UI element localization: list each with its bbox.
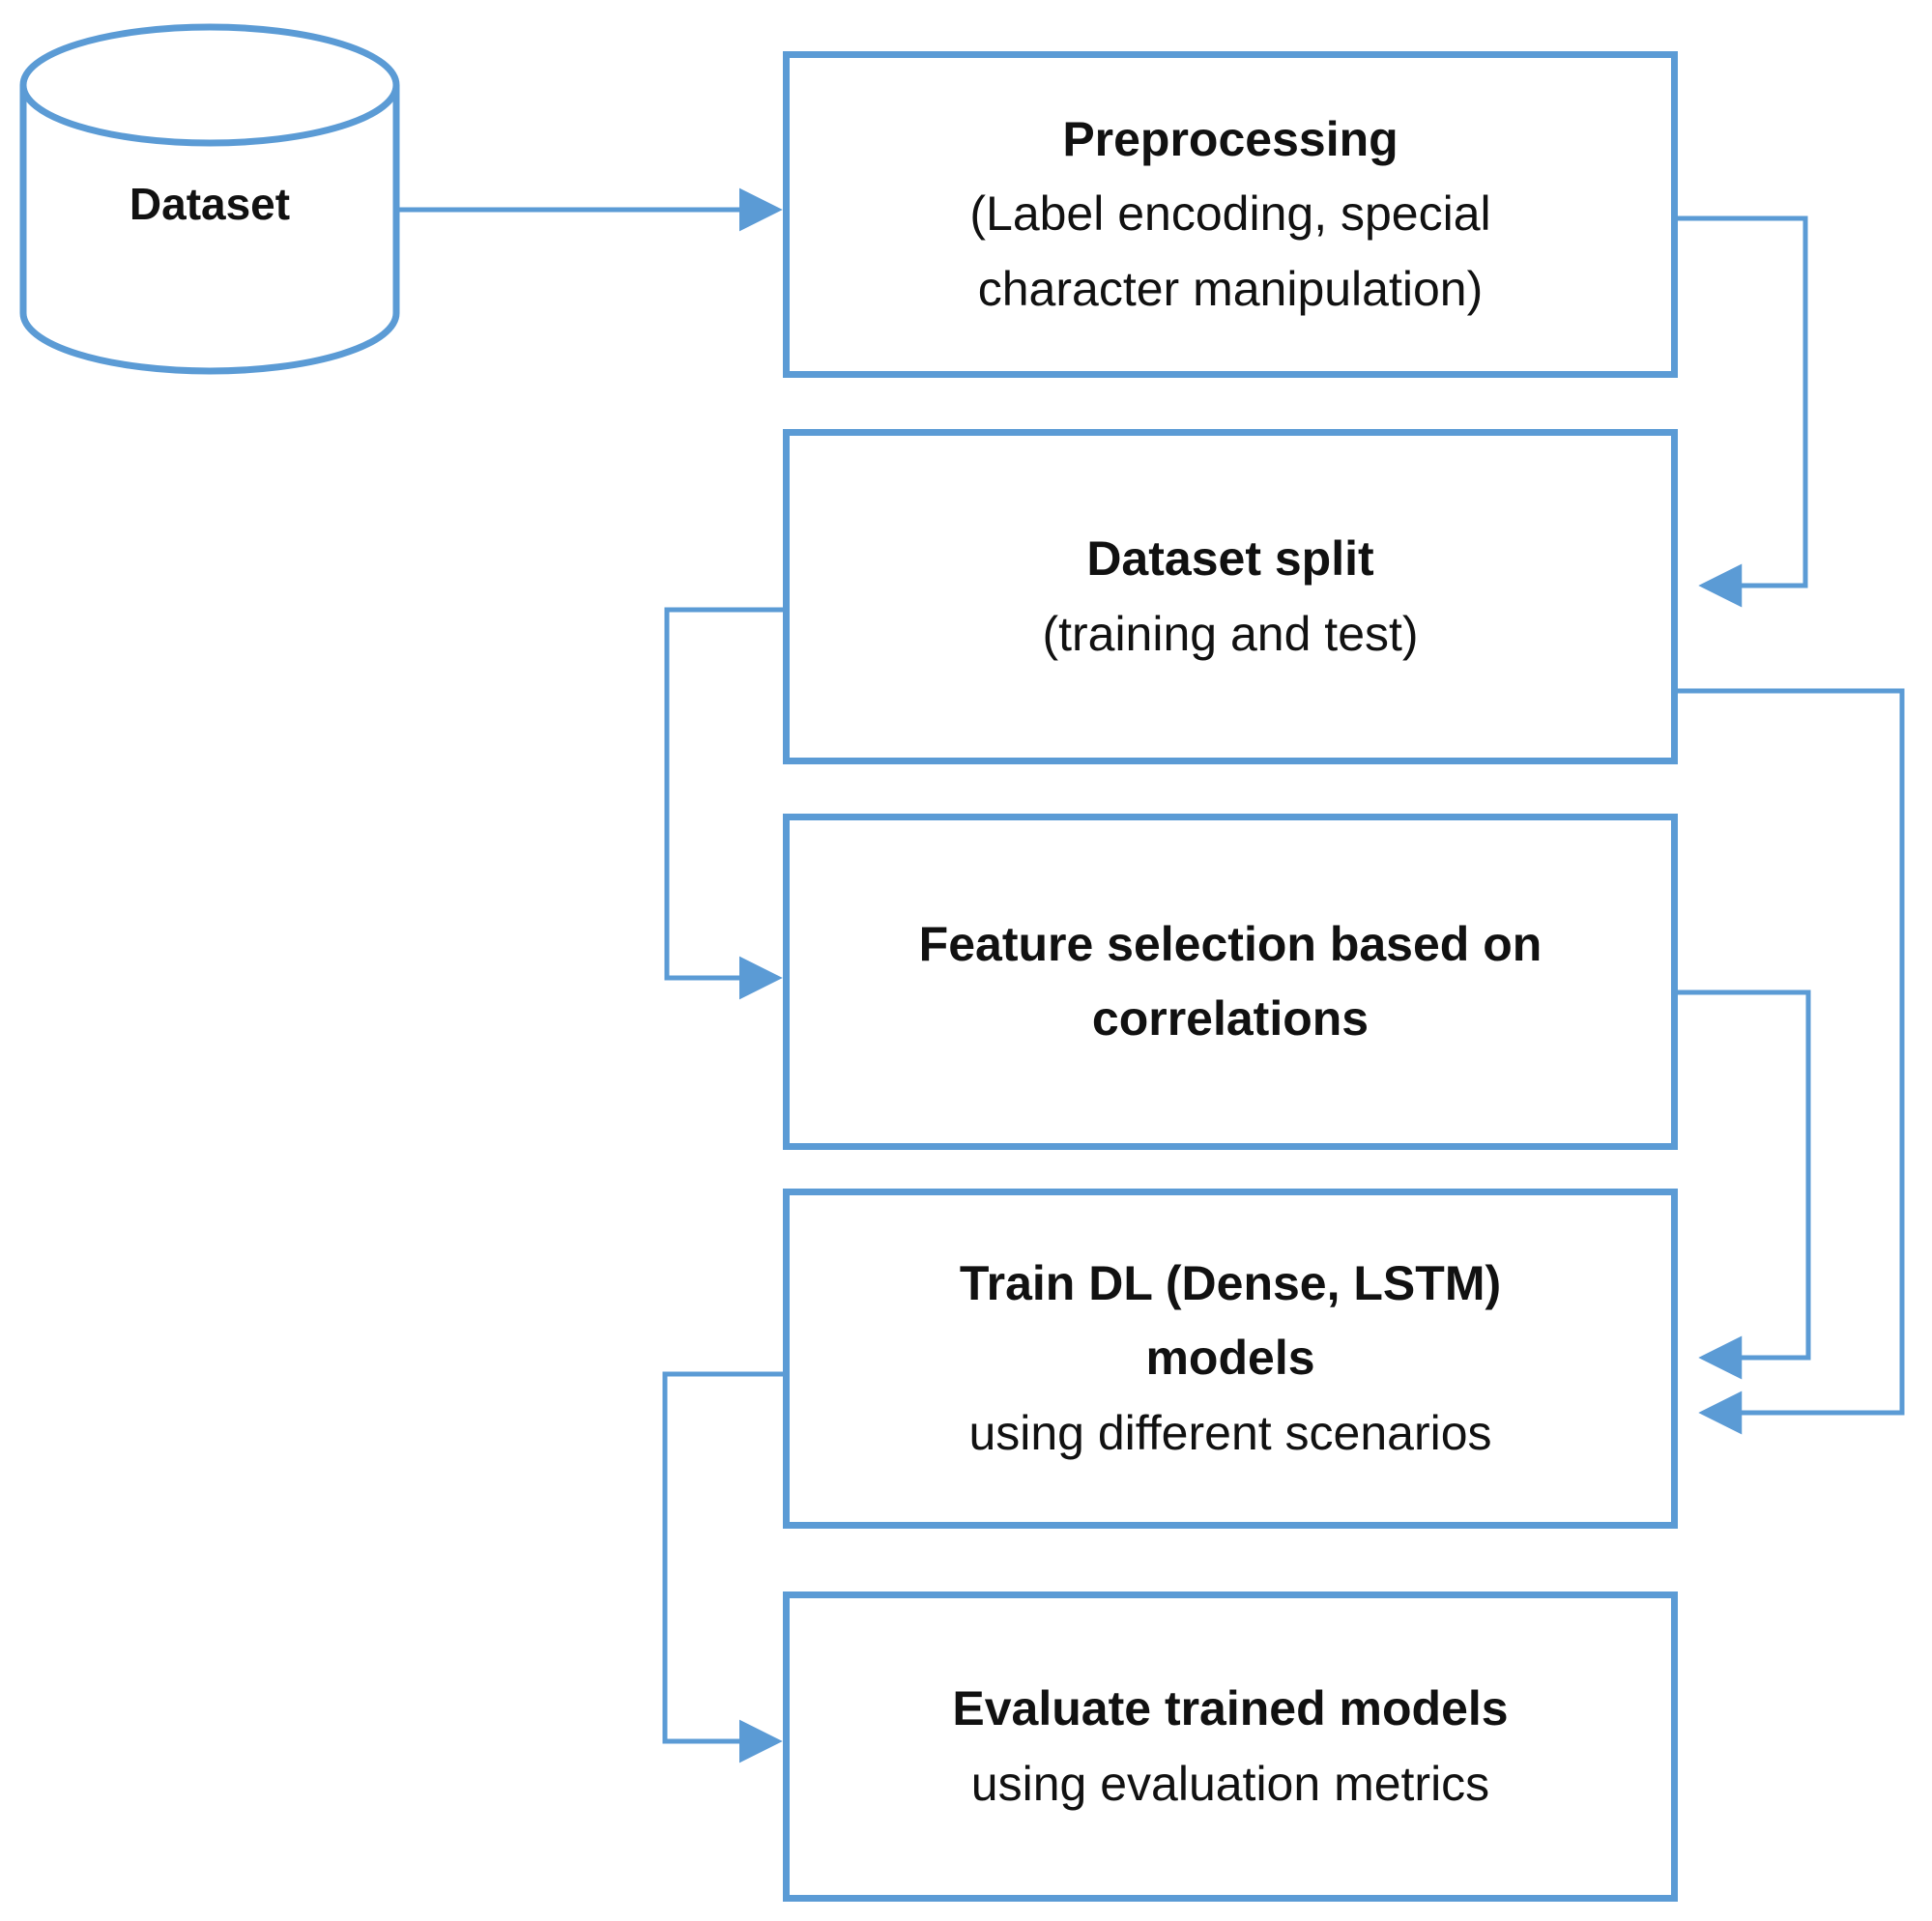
connector-preprocessing-to-dataset-split: [1678, 215, 1808, 608]
dataset-cylinder-icon: [19, 23, 400, 375]
connector-dataset-split-to-train-dl: [1678, 688, 1905, 1435]
dataset-split-box: Dataset split (training and test): [783, 429, 1678, 764]
preprocessing-title: Preprocessing: [1062, 111, 1399, 166]
train-dl-subtitle: using different scenarios: [968, 1405, 1492, 1460]
preprocessing-box: Preprocessing (Label encoding, special c…: [783, 51, 1678, 378]
train-dl-title: Train DL (Dense, LSTM) models: [959, 1255, 1502, 1386]
evaluate-subtitle: using evaluation metrics: [970, 1756, 1490, 1811]
train-dl-box: Train DL (Dense, LSTM) models using diff…: [783, 1189, 1678, 1529]
cylinder-top: [19, 23, 400, 147]
feature-selection-box: Feature selection based on correlations: [783, 814, 1678, 1150]
feature-selection-title: Feature selection based on correlations: [918, 916, 1543, 1047]
evaluate-title: Evaluate trained models: [952, 1681, 1509, 1735]
connector-dataset-split-to-feature-selection: [664, 607, 785, 1000]
dataset-split-subtitle: (training and test): [1042, 606, 1419, 661]
cylinder-body: [19, 85, 400, 375]
preprocessing-subtitle: (Label encoding, special character manip…: [969, 186, 1491, 316]
evaluate-box: Evaluate trained models using evaluation…: [783, 1591, 1678, 1902]
dataset-cylinder-label: Dataset: [129, 179, 291, 229]
connector-feature-selection-to-train-dl: [1678, 989, 1811, 1380]
connector-train-dl-to-evaluate: [662, 1371, 785, 1763]
dataset-split-title: Dataset split: [1086, 531, 1374, 586]
